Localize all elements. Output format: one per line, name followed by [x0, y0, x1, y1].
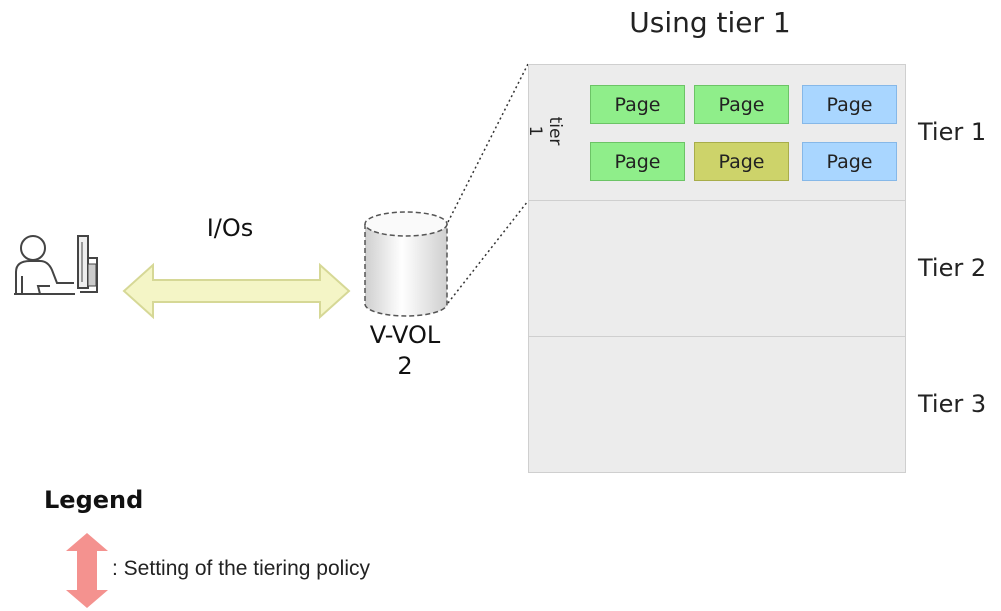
legend-policy-text: : Setting of the tiering policy — [112, 557, 370, 580]
tier-2-panel — [528, 200, 906, 337]
io-double-arrow — [122, 262, 351, 320]
leader-line-top — [447, 63, 529, 223]
page-block: Page — [694, 142, 789, 181]
io-label: I/Os — [206, 214, 254, 242]
diagram-title: Using tier 1 — [629, 6, 791, 39]
volume-label-name: V-VOL — [369, 321, 441, 349]
volume-label: V-VOL 2 — [350, 320, 460, 382]
legend-policy-arrow-icon — [66, 533, 108, 608]
legend-title: Legend — [44, 486, 144, 514]
cylinder-volume-icon — [364, 211, 448, 317]
leader-line-bottom — [447, 200, 529, 304]
tier-2-label: Tier 2 — [918, 254, 987, 282]
tier-3-panel — [528, 336, 906, 473]
page-block: Page — [802, 85, 897, 124]
volume-label-number: 2 — [397, 352, 413, 380]
policy-arrow-label: tier 1 — [525, 116, 565, 146]
page-block: Page — [590, 142, 685, 181]
page-block: Page — [694, 85, 789, 124]
page-block: Page — [802, 142, 897, 181]
tier-1-label: Tier 1 — [918, 118, 987, 146]
user-at-computer-icon — [14, 235, 98, 295]
tier-3-label: Tier 3 — [918, 390, 987, 418]
page-block: Page — [590, 85, 685, 124]
